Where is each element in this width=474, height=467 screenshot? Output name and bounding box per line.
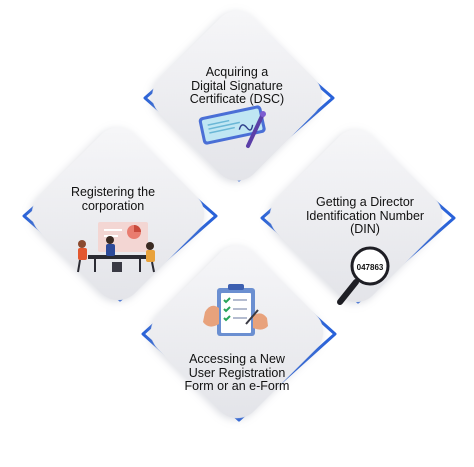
label-line: corporation (81, 198, 145, 213)
label-din: Getting a Director Identification Number… (280, 195, 450, 237)
label-registration-form: Accessing a New User Registration Form o… (162, 352, 312, 394)
label-line: Form or an e-Form (184, 379, 290, 393)
label-line: Identification Number (305, 208, 425, 223)
label-line: Registering the (70, 185, 156, 199)
digital-signature-tablet-icon (198, 105, 266, 148)
label-line: Accessing a New (189, 352, 285, 366)
label-line: Digital Signature (191, 78, 283, 93)
label-line: Acquiring a (205, 65, 269, 79)
magnifying-glass-icon: 047863 (337, 246, 390, 305)
label-line: (DIN) (350, 222, 380, 236)
label-registering: Registering the corporation (38, 185, 188, 213)
business-meeting-icon (77, 222, 155, 273)
din-number: 047863 (357, 263, 384, 272)
clipboard-checklist-icon (203, 284, 268, 336)
label-line: Certificate (DSC) (189, 92, 285, 106)
card-left (22, 127, 218, 302)
label-line: User Registration (188, 365, 286, 380)
label-line: Getting a Director (316, 195, 414, 209)
card-right (260, 129, 456, 304)
label-dsc: Acquiring a Digital Signature Certificat… (167, 65, 307, 107)
card-top (143, 11, 335, 182)
